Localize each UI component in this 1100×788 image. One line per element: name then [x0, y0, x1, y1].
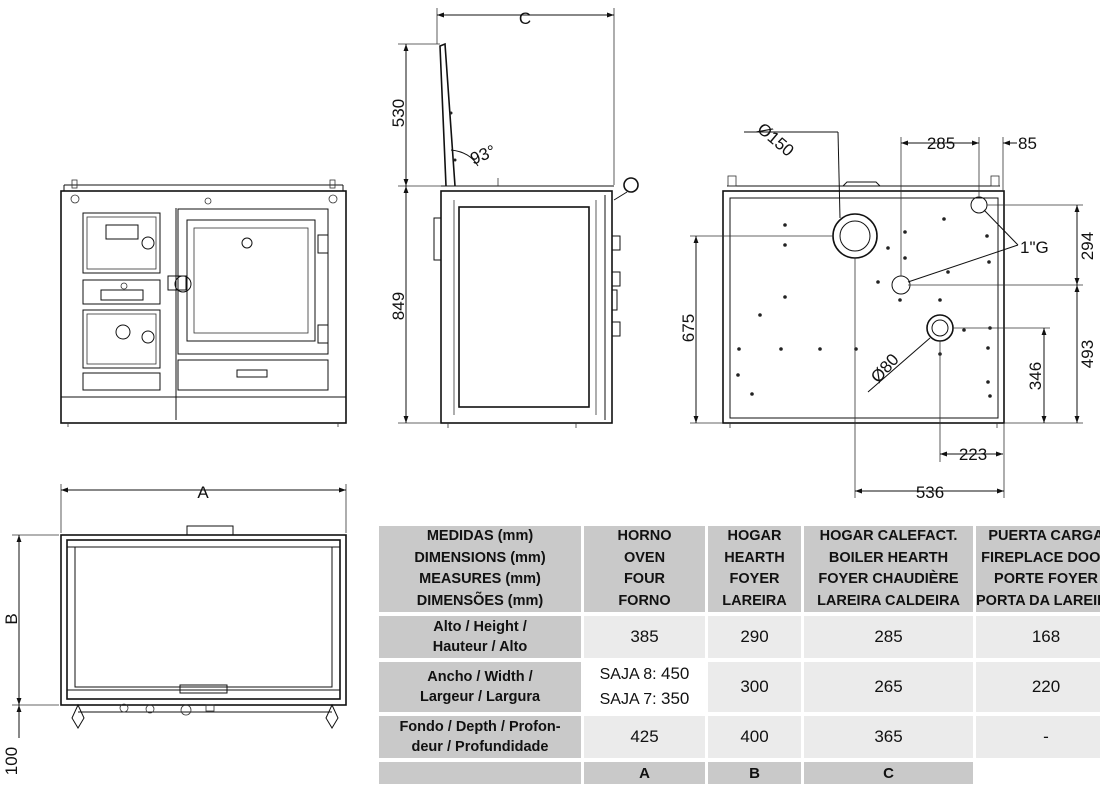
dim-label-536: 536	[916, 483, 944, 502]
cell-boiler-depth: 365	[804, 716, 976, 762]
cell-oven-width: SAJA 8: 450 SAJA 7: 350	[584, 662, 708, 716]
cell-boiler-width: 265	[804, 662, 976, 716]
cell-boiler-height: 285	[804, 616, 976, 662]
cell-oven-height: 385	[584, 616, 708, 662]
cell-door-depth: -	[976, 716, 1100, 762]
dim-label-c: C	[519, 9, 531, 28]
dim-label-285: 285	[927, 134, 955, 153]
cell-door-width: 220	[976, 662, 1100, 716]
dim-label-493: 493	[1078, 340, 1097, 368]
dim-label-346: 346	[1026, 362, 1045, 390]
dim-label-675: 675	[679, 314, 698, 342]
cell-hearth-width: 300	[708, 662, 804, 716]
dim-label-223: 223	[959, 445, 987, 464]
dimension-lines	[12, 8, 1083, 738]
rear-view	[722, 175, 1005, 428]
dim-label-530: 530	[389, 99, 408, 127]
table-row-width: Ancho / Width /Largeur / Largura SAJA 8:…	[379, 662, 1100, 716]
dim-label-150: Ø150	[753, 119, 797, 160]
table-header-row: MEDIDAS (mm)DIMENSIONS (mm) MEASURES (mm…	[379, 526, 1100, 616]
dim-label-thread: 1"G	[1020, 238, 1049, 257]
dim-label-100: 100	[2, 747, 21, 775]
table-row-depth: Fondo / Depth / Profon-deur / Profundida…	[379, 716, 1100, 762]
row-label-width: Ancho / Width /Largeur / Largura	[379, 662, 584, 716]
header-boiler-hearth: HOGAR CALEFACT.BOILER HEARTH FOYER CHAUD…	[804, 526, 976, 616]
side-view	[433, 42, 639, 428]
cell-door-height: 168	[976, 616, 1100, 662]
row-label-height: Alto / Height /Hauteur / Alto	[379, 616, 584, 662]
dim-label-b: B	[2, 613, 21, 624]
dim-label-294: 294	[1078, 232, 1097, 260]
dim-label-85: 85	[1018, 134, 1037, 153]
header-measures: MEDIDAS (mm)DIMENSIONS (mm) MEASURES (mm…	[379, 526, 584, 616]
letter-b: B	[708, 762, 804, 788]
front-view	[60, 179, 347, 427]
dim-label-93deg: 93°	[467, 141, 498, 168]
letter-blank	[379, 762, 584, 788]
cell-hearth-height: 290	[708, 616, 804, 662]
dim-label-a: A	[197, 483, 209, 502]
dim-label-80: Ø80	[867, 350, 903, 387]
letter-c: C	[804, 762, 976, 788]
top-view	[60, 525, 347, 729]
dimensions-table: MEDIDAS (mm)DIMENSIONS (mm) MEASURES (mm…	[379, 526, 1100, 788]
cell-hearth-depth: 400	[708, 716, 804, 762]
table-row-letters: A B C	[379, 762, 1100, 788]
row-label-depth: Fondo / Depth / Profon-deur / Profundida…	[379, 716, 584, 762]
letter-empty	[976, 762, 1100, 788]
table-row-height: Alto / Height /Hauteur / Alto 385 290 28…	[379, 616, 1100, 662]
dim-label-849: 849	[389, 292, 408, 320]
letter-a: A	[584, 762, 708, 788]
cell-oven-depth: 425	[584, 716, 708, 762]
